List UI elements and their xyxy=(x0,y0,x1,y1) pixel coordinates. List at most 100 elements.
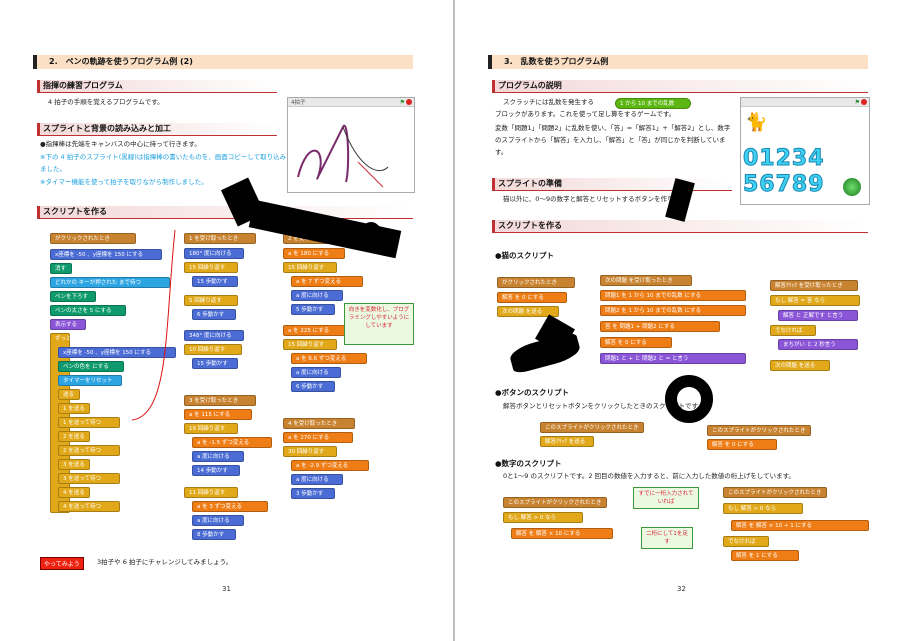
script-block[interactable]: 解答 を 0 にする xyxy=(497,292,567,303)
script-block[interactable]: 1 を送る xyxy=(58,403,90,414)
stop-icon[interactable] xyxy=(861,99,867,105)
script-block[interactable]: a を 7 ずつ変える xyxy=(291,276,363,287)
section-heading-description: プログラムの説明 xyxy=(492,80,868,93)
script-block[interactable]: 3 歩動かす xyxy=(291,488,335,499)
script-block[interactable]: a 度に向ける xyxy=(192,451,244,462)
script-block[interactable]: 15 歩動かす xyxy=(192,276,238,287)
script-block[interactable]: a を 115 にする xyxy=(184,409,252,420)
script-block[interactable]: 180° 度に向ける xyxy=(184,248,244,259)
script-block[interactable]: 次の問題 を送る xyxy=(497,306,559,317)
green-flag-icon[interactable]: ⚑ xyxy=(399,99,405,106)
script-block[interactable]: もし 解答 > 0 なら xyxy=(503,512,583,523)
script-block[interactable]: 2 を送る xyxy=(58,431,90,442)
script-block[interactable]: 10 回繰り返す xyxy=(184,344,242,355)
script-block[interactable]: まちがい と 2 秒言う xyxy=(778,339,858,350)
script-block[interactable]: a を 270 にする xyxy=(283,432,353,443)
script-block[interactable]: a 度に向ける xyxy=(291,474,343,485)
script-block[interactable]: 15 回繰り返す xyxy=(283,339,337,350)
script-block[interactable]: 解答 を 0 にする xyxy=(707,439,777,450)
script-block[interactable]: どれかの キーが押された まで待つ xyxy=(50,277,170,288)
script-block[interactable]: a 度に向ける xyxy=(291,290,343,301)
script-block[interactable]: 送る xyxy=(58,389,80,400)
script-block[interactable]: 解答 を 解答 × 10 にする xyxy=(511,528,613,539)
script-block[interactable]: 表示する xyxy=(50,319,86,330)
script-block[interactable]: a を 6.6 ずつ変える xyxy=(291,353,367,364)
green-flag-icon[interactable]: ⚑ xyxy=(854,99,860,106)
script-block[interactable]: でなければ xyxy=(770,325,816,336)
script-block[interactable]: 問題1 と + と 問題2 と = と言う xyxy=(600,353,746,364)
script-block[interactable]: 答 を 問題1 + 問題2 にする xyxy=(600,321,720,332)
script-block[interactable]: x座標を -50 、y座標を 150 にする xyxy=(50,249,162,260)
script-block[interactable]: 3 を受け取ったとき xyxy=(184,395,256,406)
script-block[interactable]: a を 180 にする xyxy=(283,248,345,259)
script-block[interactable]: ペンの太さを 5 にする xyxy=(50,305,126,316)
stage-title: 4拍子 xyxy=(291,100,306,106)
script-block[interactable]: 15 回繰り返す xyxy=(184,262,238,273)
script-block[interactable]: a を -1.5 ずつ変える xyxy=(192,437,272,448)
script-block[interactable]: a を 3 ずつ変える xyxy=(192,501,268,512)
script-block[interactable]: 解答 を 1 にする xyxy=(731,550,799,561)
script-block[interactable]: 次の問題 を送る xyxy=(770,360,830,371)
desc-text-1: スクラッチには乱数を発生する xyxy=(503,98,594,106)
script-block[interactable]: 1 を送って待つ xyxy=(58,417,120,428)
script-block[interactable]: でなければ xyxy=(723,536,769,547)
script-block[interactable]: 消す xyxy=(50,263,72,274)
callout-note: 向きを変数化し、プログラミングしやすいようにしています xyxy=(344,303,414,345)
script-block[interactable]: 問題2 を 1 から 10 までの乱数 にする xyxy=(600,305,746,316)
section-heading-practice: 指揮の練習プログラム xyxy=(37,80,277,93)
script-block[interactable]: もし 解答 > 0 なら xyxy=(723,503,803,514)
script-block[interactable]: 解答 を 解答 × 10 + 1 にする xyxy=(731,520,869,531)
script-block[interactable]: a 度に向ける xyxy=(192,515,244,526)
script-block[interactable]: がクリックされたとき xyxy=(50,233,136,244)
script-block[interactable]: 4 を受け取ったとき xyxy=(283,418,355,429)
digit-script-heading: ●数字のスクリプト xyxy=(495,459,562,468)
script-block[interactable]: タイマーをリセット xyxy=(58,375,122,386)
script-block[interactable]: 5 回繰り返す xyxy=(184,295,238,306)
script-block[interactable]: ペンを下ろす xyxy=(50,291,96,302)
answer-button[interactable] xyxy=(843,178,861,196)
script-block[interactable]: 解答 を 0 にする xyxy=(600,337,672,348)
section-heading-prep: スプライトの準備 xyxy=(492,178,732,191)
page-31: 2. ペンの軌跡を使うプログラム例 (2) 指揮の練習プログラム 4 拍子の手順… xyxy=(0,0,453,641)
script-block[interactable]: 6 歩動かす xyxy=(291,381,335,392)
script-block[interactable]: 14 歩動かす xyxy=(192,465,240,476)
try-it-badge: やってみよう xyxy=(40,557,84,570)
script-block[interactable]: 3 を送る xyxy=(58,459,90,470)
script-block[interactable]: 30 回繰り返す xyxy=(283,446,337,457)
conductor-trace xyxy=(297,124,389,188)
script-block[interactable]: 15 回繰り返す xyxy=(283,262,337,273)
script-block[interactable]: 8 歩動かす xyxy=(192,529,236,540)
script-block[interactable]: 348° 度に向ける xyxy=(184,330,244,341)
script-block[interactable]: もし 解答 = 答 なら xyxy=(770,295,860,306)
stop-icon[interactable] xyxy=(406,99,412,105)
script-block[interactable]: 5 歩動かす xyxy=(291,304,335,315)
script-block[interactable]: a 度に向ける xyxy=(291,367,341,378)
script-block[interactable]: x座標を -50 、y座標を 150 にする xyxy=(58,347,176,358)
script-block[interactable]: 解答ｸﾘｯｸ を送る xyxy=(540,436,594,447)
script-block[interactable]: がクリックされたとき xyxy=(497,277,575,288)
chapter-heading: 2. ペンの軌跡を使うプログラム例 (2) xyxy=(33,55,413,69)
script-block[interactable]: このスプライトがクリックされたとき xyxy=(540,422,644,433)
script-block[interactable]: 11 回繰り返す xyxy=(184,487,238,498)
script-block[interactable]: 問題1 を 1 から 10 までの乱数 にする xyxy=(600,290,746,301)
script-block[interactable]: 解答 と 正解です と言う xyxy=(778,310,858,321)
script-block[interactable]: 次の問題 を受け取ったとき xyxy=(600,275,692,286)
script-block[interactable]: 6 歩動かす xyxy=(192,309,236,320)
script-block[interactable]: このスプライトがクリックされたとき xyxy=(723,487,827,498)
random-block[interactable]: 1 から 10 までの乱数 xyxy=(615,98,691,109)
script-block[interactable]: a を -2.9 ずつ変える xyxy=(291,460,369,471)
script-block[interactable]: 19 回繰り返す xyxy=(184,423,238,434)
digits-row-top: 01234 xyxy=(743,146,825,172)
script-block[interactable]: 4 を送る xyxy=(58,487,90,498)
script-block[interactable]: 15 歩動かす xyxy=(192,358,238,369)
script-block[interactable]: 4 を送って待つ xyxy=(58,501,120,512)
script-block[interactable]: このスプライトがクリックされたとき xyxy=(707,425,811,436)
script-block[interactable]: 1 を受け取ったとき xyxy=(184,233,256,244)
script-block[interactable]: 3 を送って待つ xyxy=(58,473,120,484)
script-block[interactable]: 2 を送って待つ xyxy=(58,445,120,456)
stage-toolbar: ⚑ xyxy=(741,98,869,107)
script-block[interactable]: ペンの色を にする xyxy=(58,361,124,372)
script-block[interactable]: 解答ｸﾘｯｸ を受け取ったとき xyxy=(770,280,858,291)
intro-text: 4 拍子の手順を覚えるプログラムです。 xyxy=(48,98,164,106)
script-block[interactable]: このスプライトがクリックされたとき xyxy=(503,497,607,508)
